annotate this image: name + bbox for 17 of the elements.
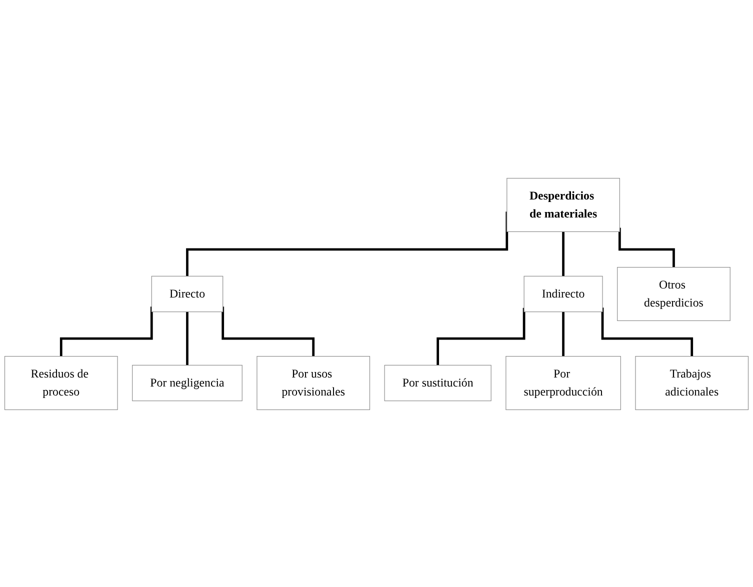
connector: [186, 311, 188, 366]
node-box: Por usos provisionales: [256, 356, 370, 410]
connector: [562, 311, 564, 357]
node-box: Desperdicios de materiales: [506, 177, 620, 232]
node-box: Directo: [151, 275, 224, 312]
node-box: Por superproducción: [506, 356, 621, 410]
connector: [562, 231, 564, 277]
node-box: Por negligencia: [132, 364, 242, 401]
connector: [222, 306, 315, 357]
node-box: Trabajos adicionales: [635, 356, 749, 410]
connector: [618, 227, 675, 268]
node-box: Por sustitución: [384, 364, 492, 401]
connector: [436, 307, 526, 366]
node-box: Residuos de proceso: [4, 356, 118, 410]
node-box: Otros desperdicios: [617, 266, 730, 320]
connector: [60, 306, 153, 357]
node-box: Indirecto: [524, 275, 603, 312]
